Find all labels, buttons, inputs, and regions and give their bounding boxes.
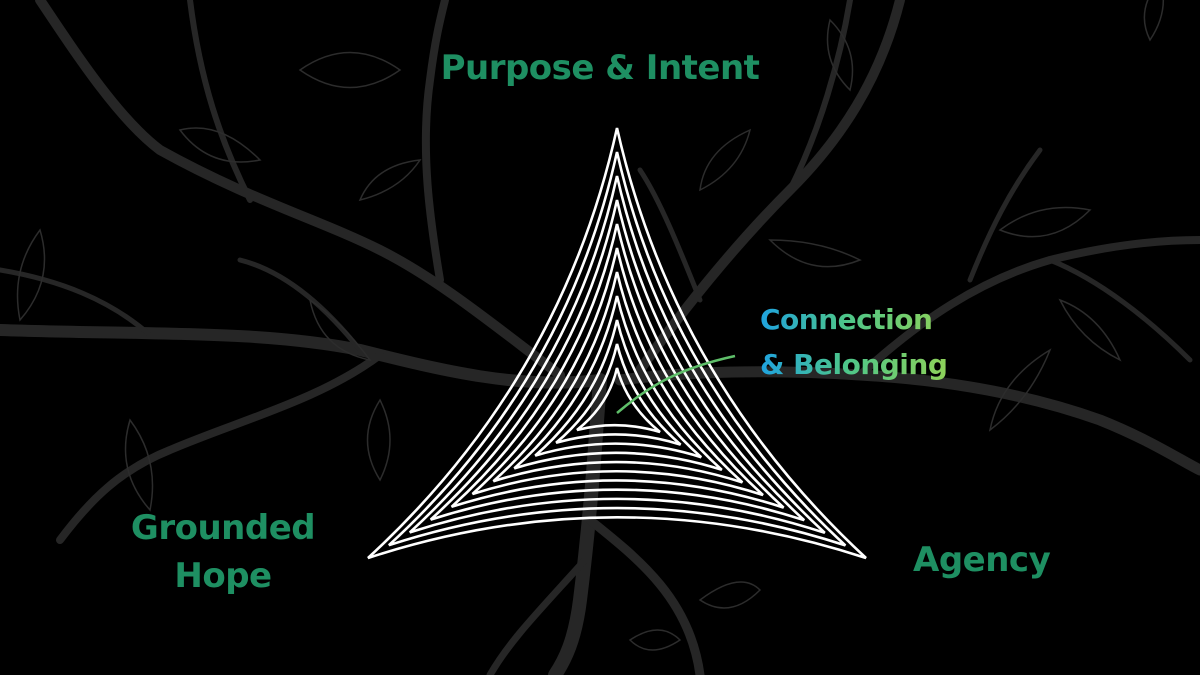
- branch: [421, 0, 449, 284]
- label-connection-line1: Connection: [760, 298, 947, 343]
- branch: [967, 147, 1043, 283]
- nested-triangle-3: [408, 175, 826, 535]
- pointer-line: [616, 354, 736, 414]
- nested-triangle-11: [576, 367, 661, 434]
- leaf: [308, 298, 372, 362]
- branch: [614, 366, 1200, 476]
- nested-triangle-4: [429, 199, 806, 522]
- trunk: [548, 373, 607, 675]
- leaf: [358, 159, 422, 202]
- leaf: [826, 18, 854, 92]
- nested-triangle-7: [492, 271, 744, 484]
- leaf: [628, 629, 682, 651]
- leaf: [1143, 0, 1165, 42]
- branch: [1047, 257, 1193, 363]
- branch: [787, 0, 853, 193]
- label-connection-belonging: Connection & Belonging: [760, 298, 948, 388]
- label-purpose-intent: Purpose & Intent: [440, 48, 760, 88]
- nested-triangle-10: [555, 343, 682, 446]
- branch: [35, 0, 565, 380]
- nested-triangle-1: [367, 127, 867, 560]
- leaf: [988, 348, 1052, 432]
- leaf: [698, 581, 762, 609]
- branch: [187, 0, 253, 203]
- nested-triangle-6: [471, 247, 764, 497]
- leaf: [998, 206, 1092, 238]
- leaf: [178, 127, 262, 163]
- branch: [237, 257, 363, 353]
- leaf: [699, 128, 752, 192]
- nested-triangle-8: [513, 295, 723, 472]
- label-grounded-hope: Grounded Hope: [118, 505, 328, 600]
- branch: [56, 351, 384, 544]
- leaf: [298, 51, 402, 89]
- leaf: [124, 418, 154, 512]
- label-grounded-hope-line2: Hope: [174, 555, 272, 596]
- root-branch: [585, 515, 705, 675]
- leaf: [1058, 298, 1122, 362]
- label-connection-line2: & Belonging: [760, 343, 948, 388]
- leaf: [366, 398, 391, 482]
- root-branch: [486, 556, 589, 675]
- label-agency: Agency: [913, 540, 1051, 580]
- nested-triangle-5: [450, 223, 785, 509]
- leaf: [16, 228, 46, 322]
- nested-triangle-9: [534, 319, 703, 459]
- label-grounded-hope-line1: Grounded: [130, 508, 316, 548]
- leaf: [768, 239, 862, 268]
- branch: [856, 236, 1200, 379]
- branch: [637, 167, 703, 303]
